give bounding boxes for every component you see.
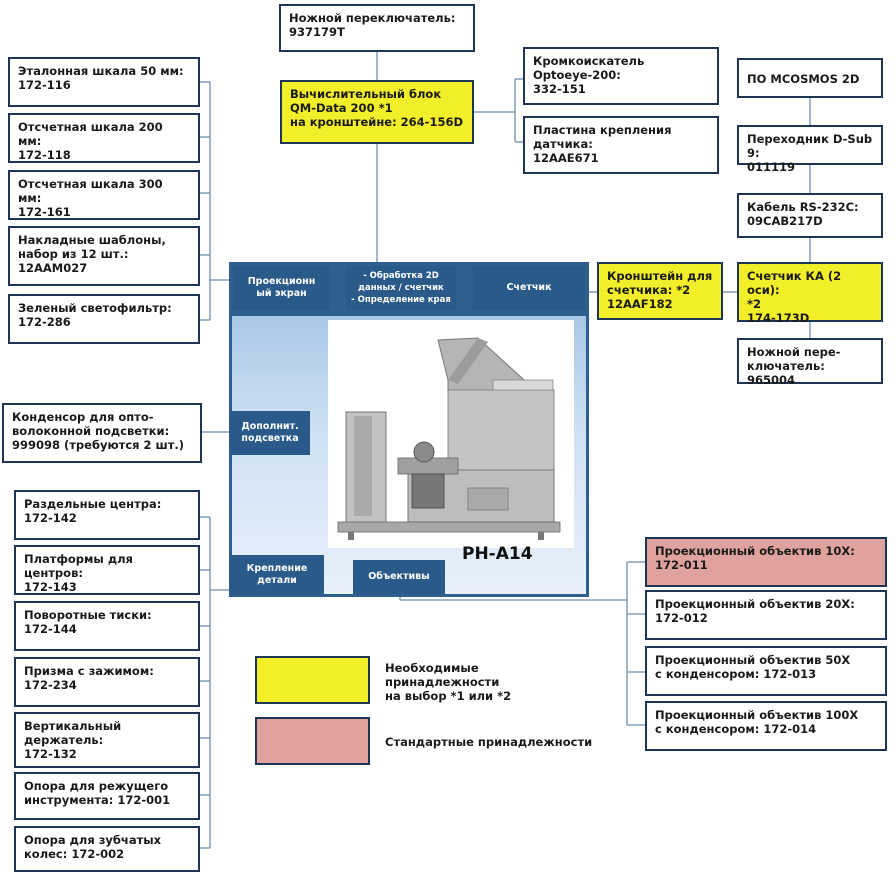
sensor-plate-box: Пластина крепления датчика: 12AAE671	[523, 116, 719, 174]
tab-counter[interactable]: Счетчик	[473, 266, 585, 310]
tab-extra-lighting[interactable]: Дополнит. подсветка	[230, 411, 310, 455]
legend-standard-text: Стандартные принадлежности	[385, 735, 593, 749]
foot-switch-2-box: Ножной пере- ключатель: 965004	[737, 338, 883, 387]
left-bottom-item-1: Раздельные центра: 172-142	[14, 490, 200, 540]
tab-workpiece-fixture[interactable]: Крепление детали	[230, 555, 324, 595]
left-bottom-item-2: Платформы для центров: 172-143	[14, 545, 200, 595]
condenser-box: Конденсор для опто- волоконной подсветки…	[2, 403, 202, 463]
counter-bracket-box: Кронштейн для счетчика: *2 12AAF182	[597, 262, 723, 320]
lens-10x-box: Проекционный объектив 10X: 172-011	[645, 537, 887, 587]
lens-50x-box: Проекционный объектив 50X с конденсором:…	[645, 646, 887, 696]
left-bottom-item-6: Опора для режущего инструмента: 172-001	[14, 772, 200, 820]
tab-projection-screen[interactable]: Проекционн ый экран	[233, 266, 330, 310]
optoeye-box: Кромкоискатель Optoeye-200: 332-151	[523, 47, 719, 105]
tab-lenses[interactable]: Объективы	[353, 560, 445, 594]
lens-100x-box: Проекционный объектив 100X с конденсором…	[645, 701, 887, 751]
tab-data-processing[interactable]: - Обработка 2D данных / счетчик - Опреде…	[346, 266, 456, 310]
counter-box: Счетчик КА (2 оси): *2 174-173D	[737, 262, 883, 325]
lens-20x-box: Проекционный объектив 20X: 172-012	[645, 590, 887, 640]
legend-required-text: Необходимые принадлежности на выбор *1 и…	[385, 661, 512, 703]
legend-required-swatch	[255, 656, 370, 704]
left-item-5: Зеленый светофильтр: 172-286	[8, 294, 200, 344]
qm-data-box: Вычислительный блок QM-Data 200 *1 на кр…	[280, 80, 474, 144]
left-item-1: Эталонная шкала 50 мм: 172-116	[8, 57, 200, 107]
dsub-adapter-box: Переходник D-Sub 9: 011119	[737, 125, 883, 174]
model-label: PH-A14	[462, 544, 533, 564]
projector-drawing	[337, 337, 561, 540]
foot-switch-box: Ножной переключатель: 937179T	[279, 4, 475, 52]
projector-photo	[328, 320, 574, 548]
left-bottom-item-4: Призма с зажимом: 172-234	[14, 657, 200, 707]
rs232-cable-box: Кабель RS-232C: 09CAB217D	[737, 193, 883, 238]
left-bottom-item-3: Поворотные тиски: 172-144	[14, 601, 200, 651]
legend-standard-swatch	[255, 717, 370, 765]
left-item-3: Отсчетная шкала 300 мм: 172-161	[8, 170, 200, 220]
left-item-2: Отсчетная шкала 200 мм: 172-118	[8, 113, 200, 163]
left-item-4: Накладные шаблоны, набор из 12 шт.: 12AA…	[8, 226, 200, 286]
left-bottom-item-5: Вертикальный держатель: 172-132	[14, 712, 200, 768]
mcosmos-box: ПО MCOSMOS 2D	[737, 58, 883, 98]
left-bottom-item-7: Опора для зубчатых колес: 172-002	[14, 826, 200, 872]
